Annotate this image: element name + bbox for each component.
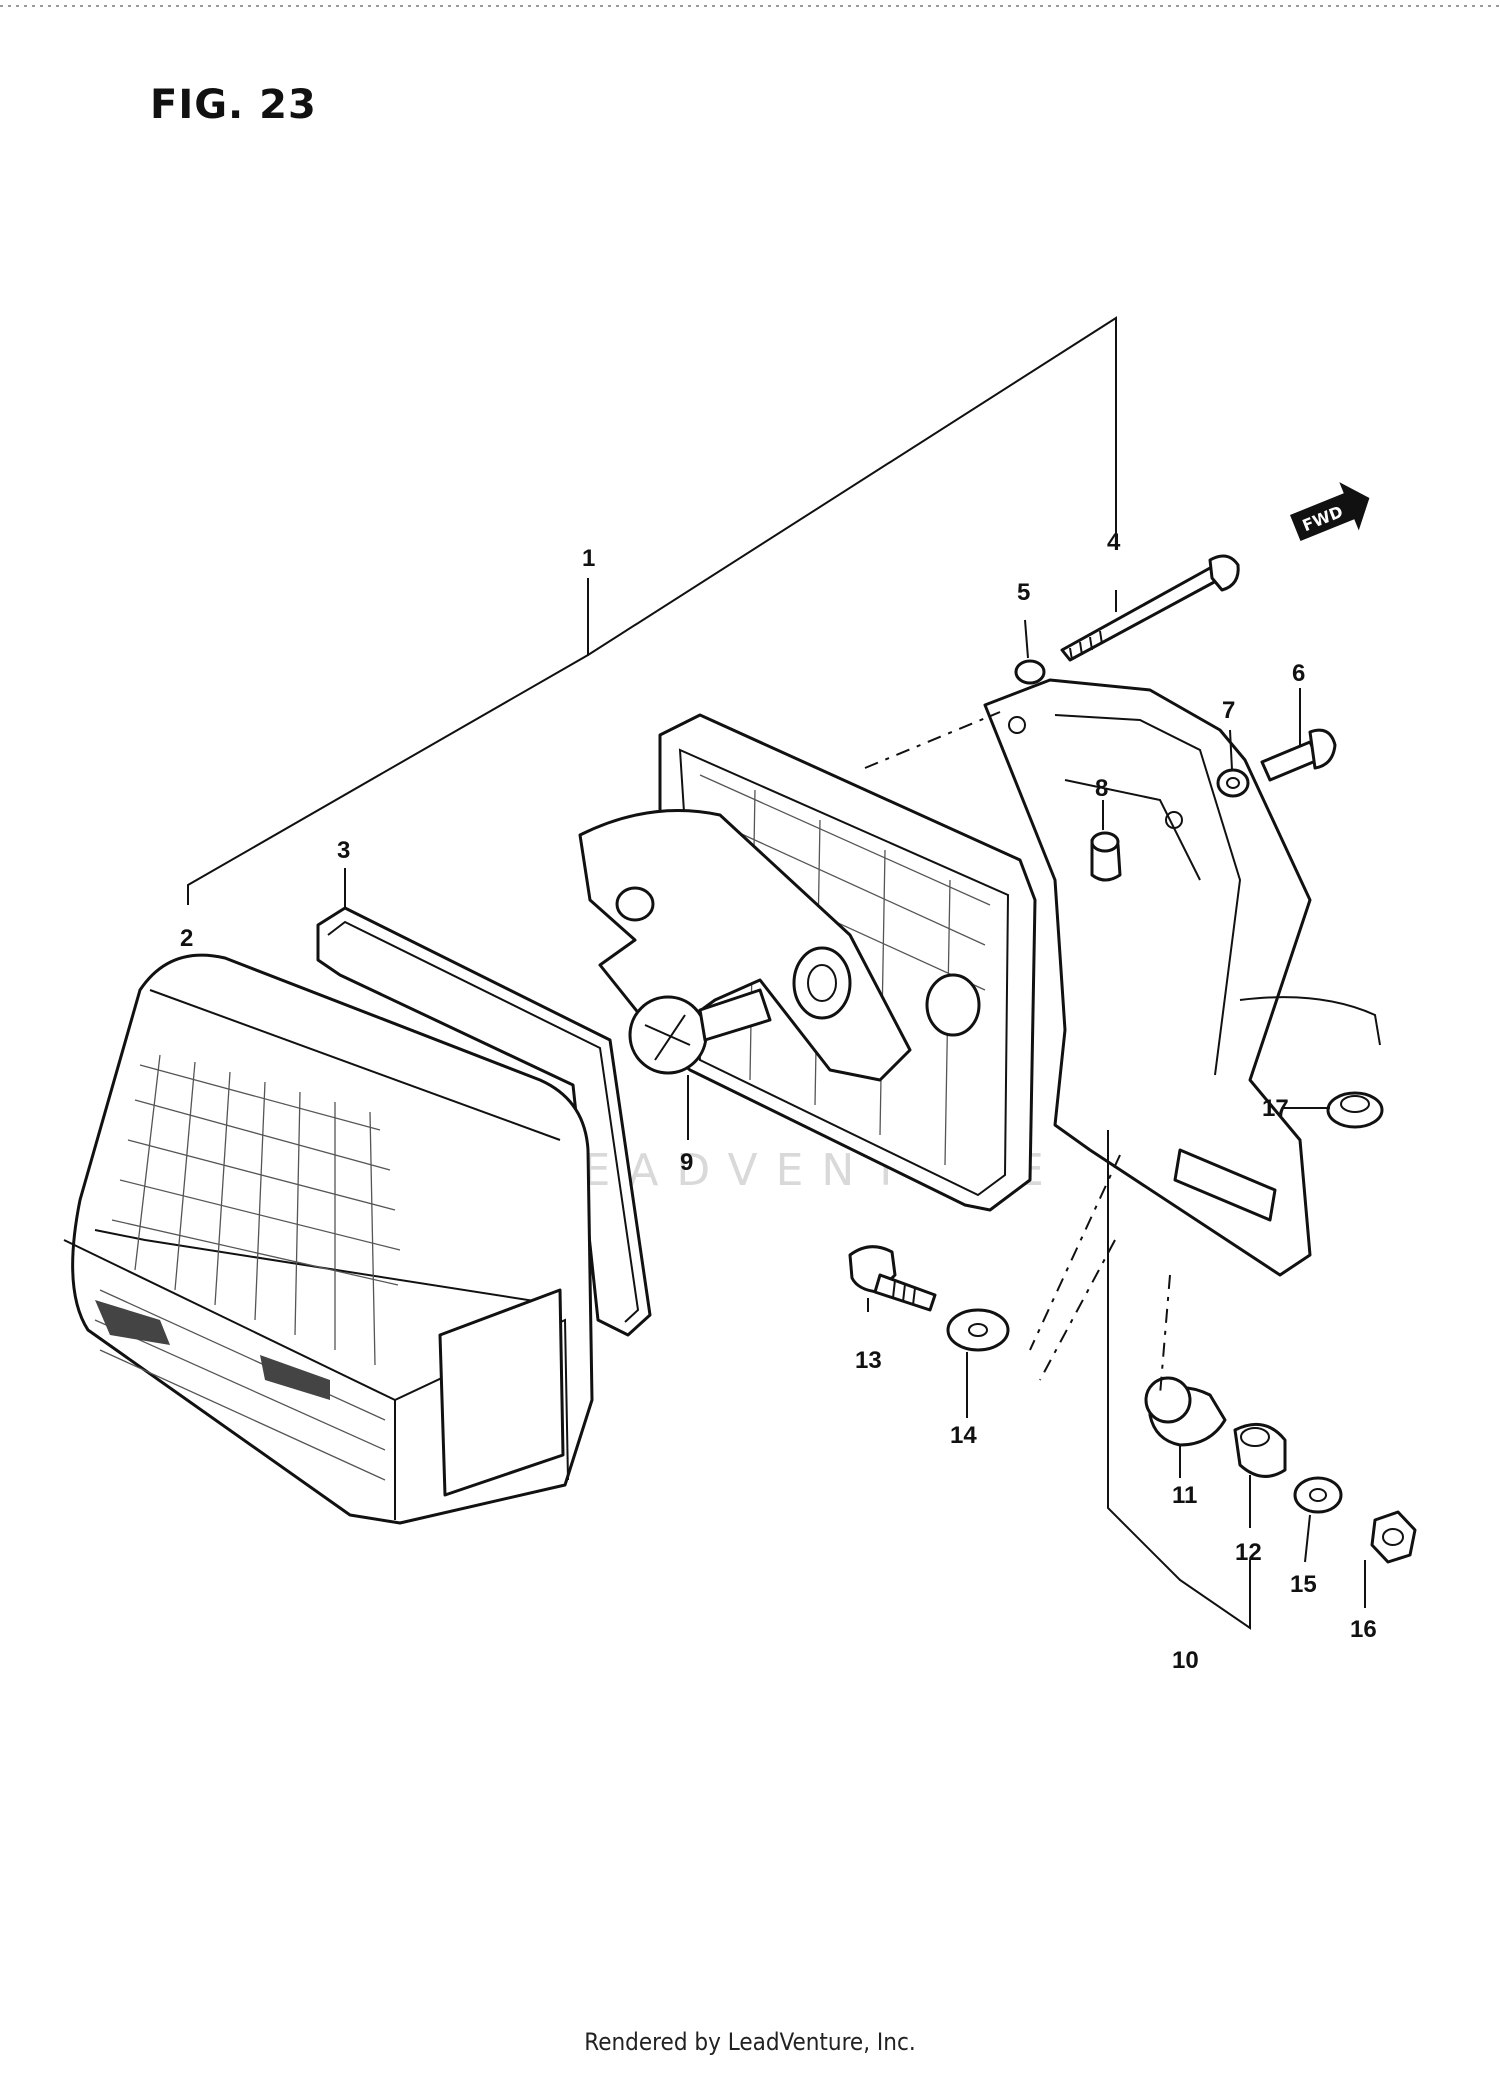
part-11-cushion[interactable] (1144, 1376, 1227, 1447)
part-3-gasket[interactable] (316, 906, 652, 1337)
callout-7[interactable]: 7 (1222, 697, 1235, 724)
part-14-washer[interactable] (946, 1308, 1010, 1352)
part-4-bolt[interactable] (1060, 554, 1240, 662)
callout-12[interactable]: 12 (1235, 1539, 1262, 1566)
callout-2[interactable]: 2 (180, 925, 193, 952)
callout-16[interactable]: 16 (1350, 1616, 1377, 1643)
part-15-washer[interactable] (1293, 1476, 1343, 1514)
callout-11[interactable]: 11 (1172, 1482, 1197, 1509)
part-12-collar[interactable] (1233, 1422, 1287, 1478)
callout-10[interactable]: 10 (1172, 1647, 1199, 1674)
forward-arrow-icon: FWD (1290, 482, 1370, 541)
part-2-lens[interactable] (63, 953, 594, 1525)
callout-9[interactable]: 9 (680, 1149, 693, 1176)
part-10-bracket[interactable] (983, 678, 1381, 1277)
part-16-nut[interactable] (1370, 1510, 1417, 1564)
part-6-screw[interactable] (1260, 728, 1337, 782)
callout-13[interactable]: 13 (855, 1347, 882, 1374)
callout-17[interactable]: 17 (1262, 1095, 1289, 1122)
callout-5[interactable]: 5 (1017, 579, 1030, 606)
part-7-washer[interactable] (1216, 768, 1250, 798)
callout-8[interactable]: 8 (1095, 775, 1108, 802)
figure-title: FIG. 23 (150, 82, 317, 128)
callout-6[interactable]: 6 (1292, 660, 1305, 687)
part-8-spacer[interactable] (1090, 831, 1122, 882)
part-9-bulb-socket[interactable] (578, 809, 981, 1082)
part-13-bolt[interactable] (848, 1245, 937, 1312)
lens-reflector-grid (94, 1054, 401, 1481)
part-17-grommet[interactable] (1326, 1091, 1384, 1129)
callout-15[interactable]: 15 (1290, 1571, 1317, 1598)
callout-14[interactable]: 14 (950, 1422, 977, 1449)
callouts: 1 2 3 4 5 6 7 8 9 10 11 12 13 14 15 16 1… (180, 529, 1377, 1674)
callout-1[interactable]: 1 (582, 545, 595, 572)
callout-4[interactable]: 4 (1107, 529, 1121, 556)
callout-3[interactable]: 3 (337, 837, 350, 864)
part-5-washer[interactable] (1014, 659, 1046, 685)
footer-credit: Rendered by LeadVenture, Inc. (584, 2028, 916, 2056)
leader-lines (187, 316, 1366, 1630)
